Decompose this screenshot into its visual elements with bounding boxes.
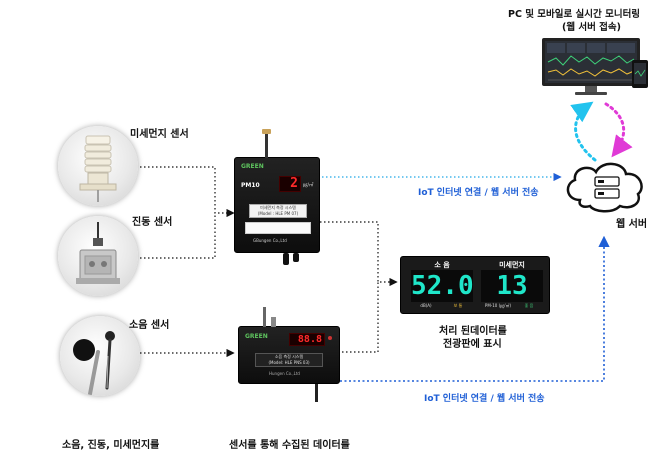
line-dust-to-device (140, 166, 235, 218)
board-caption-line1: 처리 된데이터를 (439, 326, 507, 337)
board-right-status: 좋 음 (524, 303, 534, 308)
monitoring-title: PC 및 모바일로 실시간 모니터링 (508, 9, 641, 20)
board-dust-value: 13 (481, 270, 543, 302)
bottom-left-caption: 소음, 진동, 미세먼지를 (62, 440, 160, 451)
device-pm-maker: GBungen Co.,Ltd (253, 238, 287, 243)
arrow-monitor-to-server (604, 102, 633, 158)
device-noise-plate-model: (Model: HLE PNS 03) (268, 360, 310, 365)
noise-sensor-label: 소음 센서 (129, 320, 170, 331)
fine-dust-sensor-icon (79, 135, 117, 202)
device-pm-logo: GREEN (241, 163, 264, 170)
device-pm-display: 2 (279, 176, 301, 192)
fine-dust-sensor-photo (58, 126, 138, 206)
iot-label-upper: IoT 인터넷 연결 / 웹 서버 전송 (418, 188, 539, 198)
fine-dust-measuring-device: GREEN PM10 2 ㎍/㎥ 미세먼지 측정 시스템 (Model : HL… (234, 129, 320, 265)
line-vibration-to-device (140, 213, 216, 259)
device-pm-plate-model: (Model : HLE PM 07) (257, 211, 299, 216)
monitoring-subtitle: (웹 서버 접속) (562, 22, 621, 33)
board-left-head: 소 음 (434, 261, 450, 269)
led-display-board: 소 음 미세먼지 52.0 13 dB(A) 보 통 PM-10 (㎍/㎥) 좋… (400, 256, 550, 314)
noise-measuring-device: GREEN 88.8 소음 측정 시스템 (Model: HLE PNS 03)… (238, 307, 340, 402)
device-noise-plate-title: 소음 측정 시스템 (274, 354, 304, 359)
vibration-sensor-label: 진동 센서 (132, 217, 173, 228)
device-noise-maker: Hungen Co.,Ltd (269, 371, 300, 376)
bottom-center-caption: 센서를 통해 수집된 데이터를 (229, 440, 350, 451)
fine-dust-sensor-label: 미세먼지 센서 (130, 129, 189, 140)
board-right-head: 미세먼지 (499, 261, 525, 269)
noise-sensor-photo (60, 316, 140, 396)
device-noise-plate: 소음 측정 시스템 (Model: HLE PNS 03) (255, 353, 323, 367)
vibration-sensor-icon (76, 222, 120, 284)
antenna (263, 307, 266, 327)
line-device-to-board (320, 221, 398, 287)
device-pm-unit: ㎍/㎥ (303, 183, 314, 188)
cloud-icon (566, 162, 643, 213)
microphone-icon (73, 331, 115, 396)
board-right-unit: PM-10 (㎍/㎥) (484, 303, 512, 308)
board-left-unit: dB(A) (420, 303, 432, 308)
iot-label-lower: IoT 인터넷 연결 / 웹 서버 전송 (424, 394, 545, 404)
arrow-server-to-monitor (570, 101, 597, 162)
server-unit-1 (594, 176, 620, 187)
device-pm-model: PM10 (241, 182, 260, 189)
antenna (265, 132, 268, 158)
vibration-sensor-photo (58, 216, 138, 296)
board-noise-value: 52.0 (411, 270, 474, 302)
power-indicator-icon (328, 336, 332, 340)
web-server-label: 웹 서버 (616, 219, 648, 230)
line-noise-to-board (338, 282, 379, 353)
device-noise-display: 88.8 (289, 333, 325, 346)
device-noise-logo: GREEN (245, 333, 268, 340)
server-unit-2 (594, 188, 620, 199)
board-left-status: 보 통 (453, 303, 463, 308)
device-pm-plate: 미세먼지 측정 시스템 (Model : HLE PM 07) (249, 204, 307, 218)
board-caption-line2: 전광판에 표시 (443, 339, 502, 350)
device-pm-plate-title: 미세먼지 측정 시스템 (260, 205, 296, 210)
